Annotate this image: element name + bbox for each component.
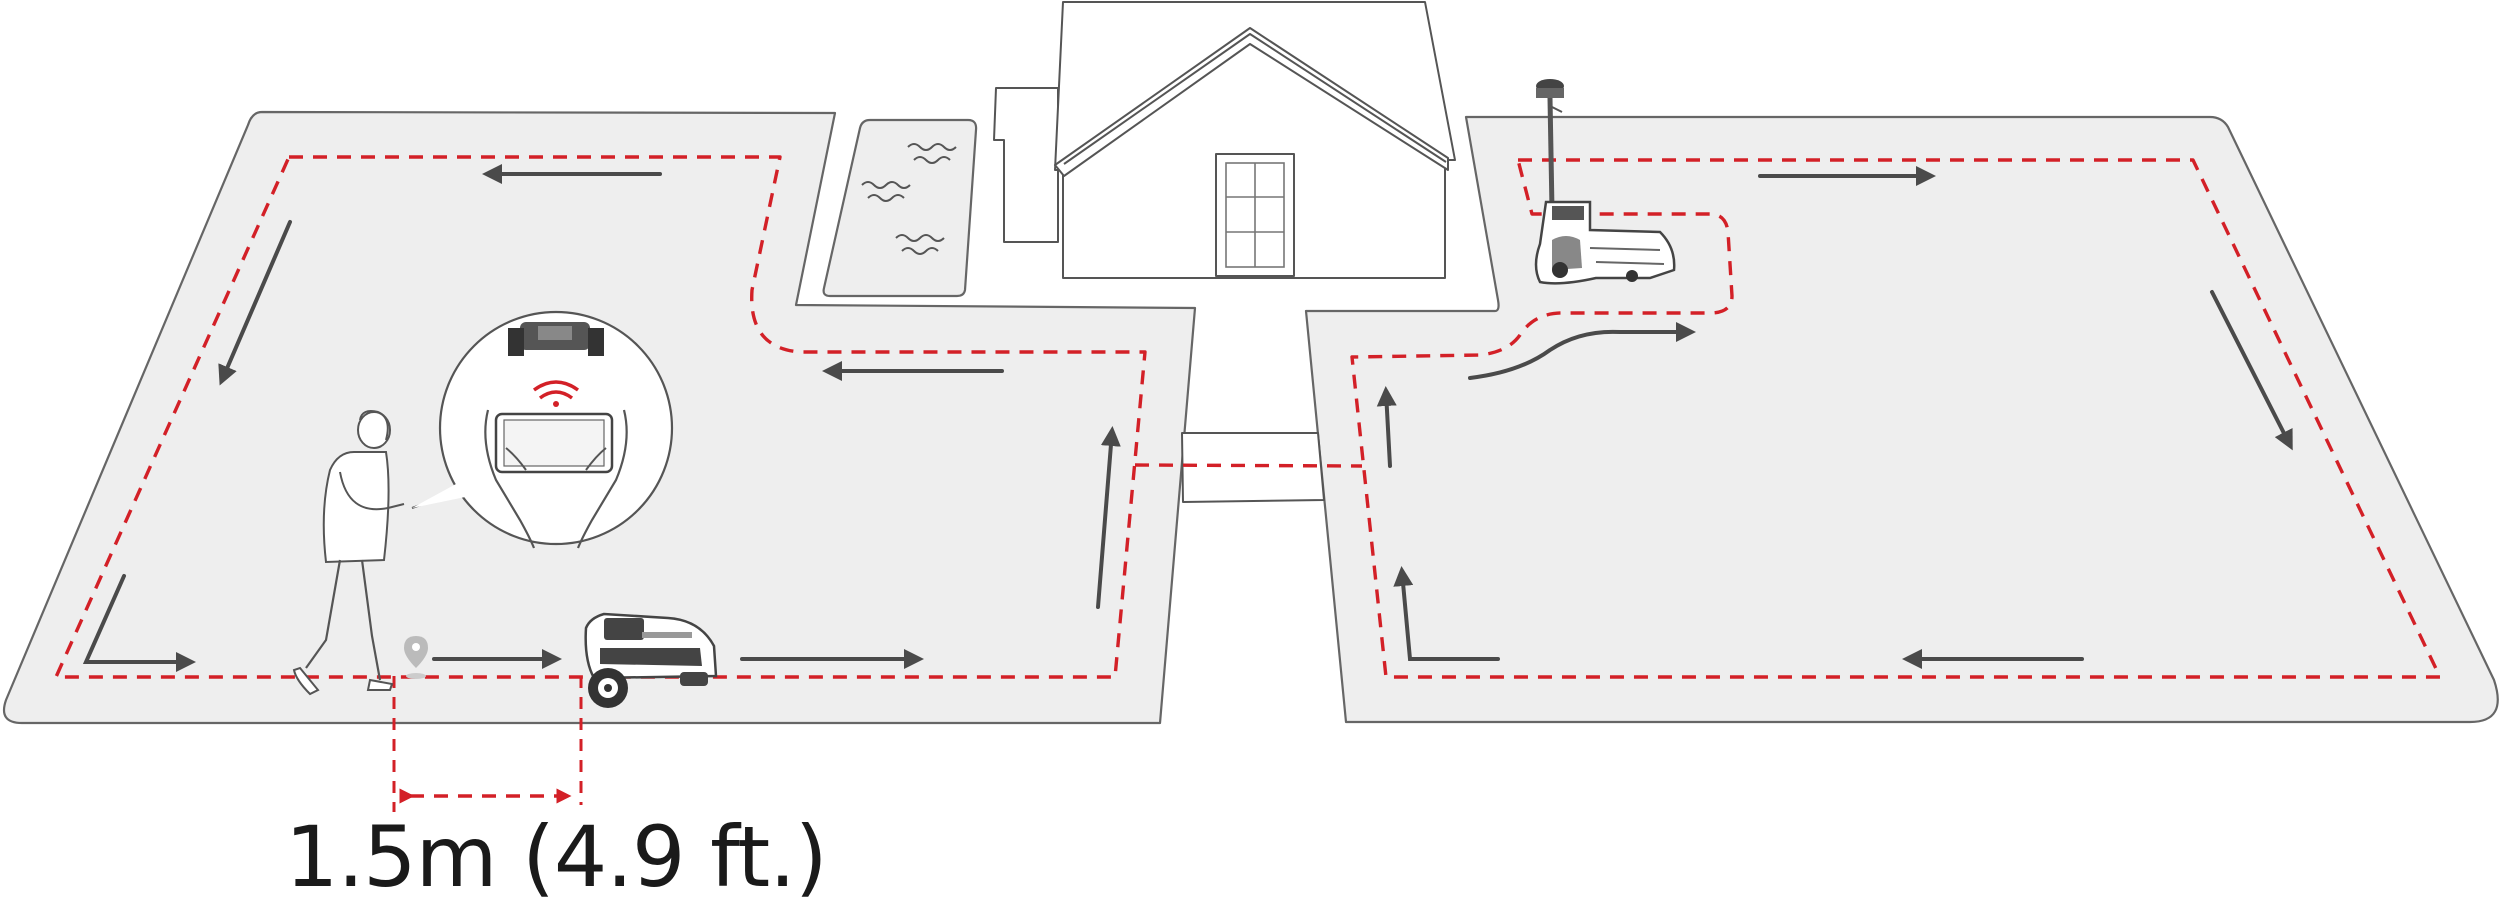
- direction-arrows-right: [1376, 166, 2293, 669]
- phone-remote-callout-icon: [411, 310, 674, 549]
- mower-top-view-icon: [508, 322, 604, 356]
- charging-station-icon: [1534, 200, 1676, 285]
- pond-icon: [822, 118, 978, 298]
- house-icon: [993, 1, 1456, 279]
- boundary-wire-connector: [1134, 463, 1363, 468]
- person-icon: [292, 410, 405, 696]
- rtk-antenna-icon: [1536, 79, 1564, 211]
- wireless-signal-icon: [532, 380, 580, 407]
- measurement-label: 1.5m (4.9 ft.): [285, 808, 828, 906]
- garden-path: [1181, 432, 1325, 503]
- robot-mower-icon: [584, 612, 718, 708]
- direction-arrows-left: [82, 164, 1121, 672]
- boundary-wire-left: [54, 155, 1147, 679]
- boundary-wire-right: [1350, 158, 2442, 679]
- location-pin-icon: [404, 636, 428, 679]
- right-lawn-zone: [1304, 115, 2499, 724]
